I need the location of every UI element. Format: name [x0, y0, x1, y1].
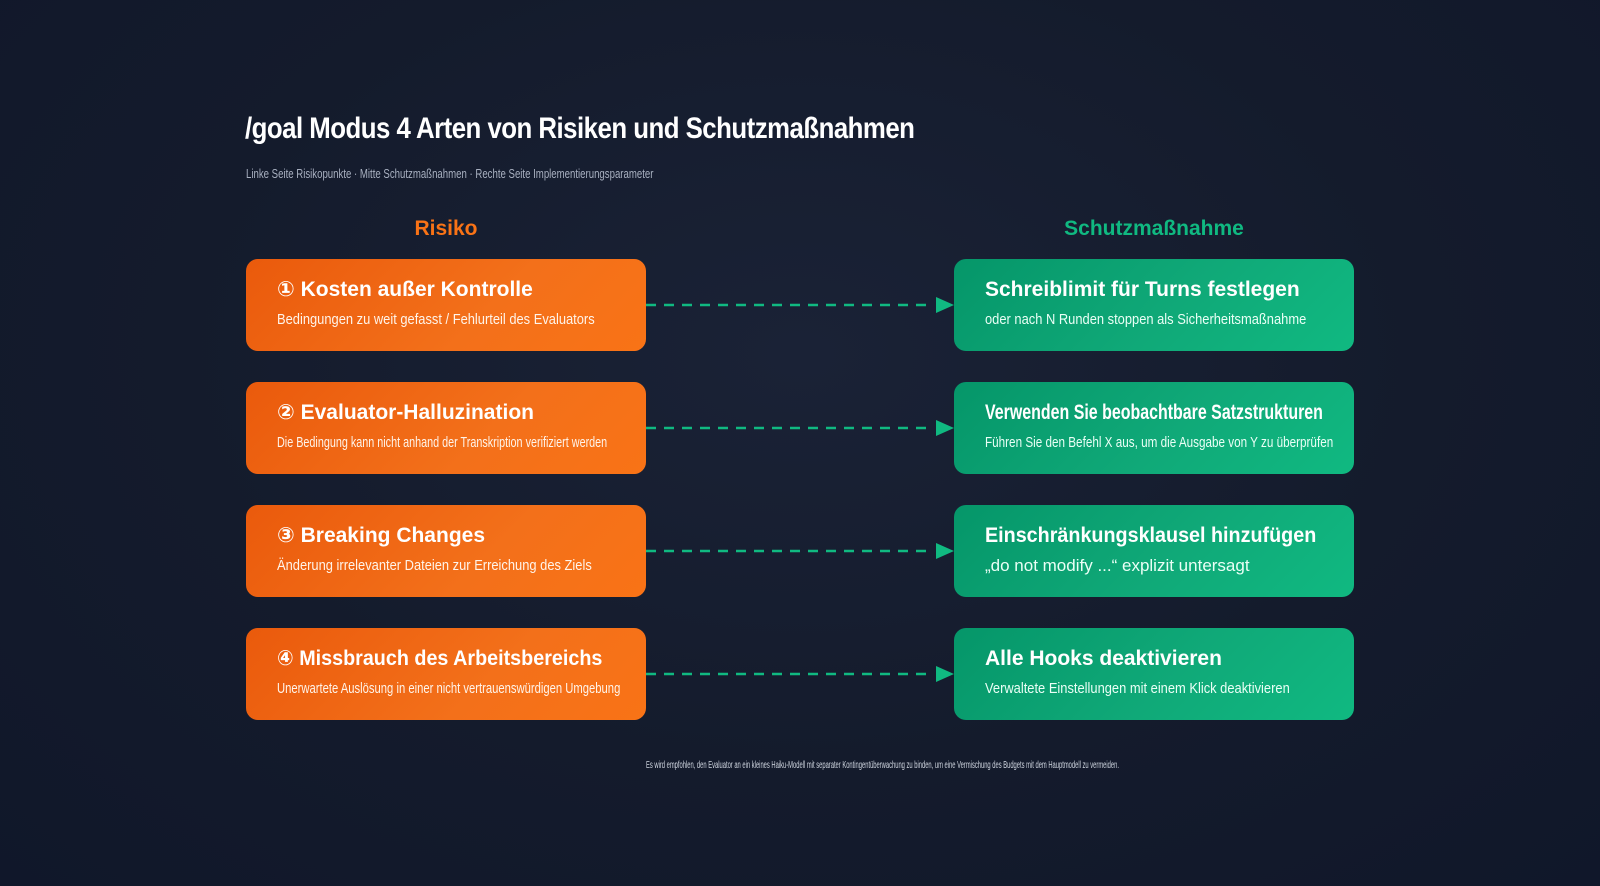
protection-card: Alle Hooks deaktivieren Verwaltete Einst…: [954, 628, 1354, 720]
protection-card-description: „do not modify ...“ explizit untersagt: [985, 556, 1250, 575]
risk-card-title: ② Evaluator-Halluzination: [277, 401, 534, 424]
risk-card-title: ③ Breaking Changes: [277, 524, 486, 547]
protection-card-description: oder nach N Runden stoppen als Sicherhei…: [985, 311, 1307, 328]
arrow-head-icon: [936, 420, 954, 436]
connector-arrow: [646, 666, 954, 682]
protection-card-title: Einschränkungsklausel hinzufügen: [985, 524, 1317, 547]
protection-card-title: Schreiblimit für Turns festlegen: [985, 278, 1300, 301]
protection-card: Verwenden Sie beobachtbare Satzstrukture…: [954, 382, 1354, 474]
risk-card-description: Änderung irrelevanter Dateien zur Erreic…: [277, 557, 592, 574]
risk-card-description: Bedingungen zu weit gefasst / Fehlurteil…: [277, 311, 595, 328]
arrow-head-icon: [936, 543, 954, 559]
protection-card-title: Verwenden Sie beobachtbare Satzstrukture…: [985, 401, 1323, 424]
protection-card-description: Führen Sie den Befehl X aus, um die Ausg…: [985, 434, 1334, 451]
column-header-protection: Schutzmaßnahme: [1064, 217, 1244, 240]
connector-arrow: [646, 420, 954, 436]
risk-card-title: ① Kosten außer Kontrolle: [277, 278, 533, 301]
connector-arrow: [646, 543, 954, 559]
arrow-head-icon: [936, 666, 954, 682]
arrow-head-icon: [936, 297, 954, 313]
risk-card: ② Evaluator-Halluzination Die Bedingung …: [246, 382, 646, 474]
risk-card-title: ④ Missbrauch des Arbeitsbereichs: [277, 647, 603, 670]
protection-card: Einschränkungsklausel hinzufügen „do not…: [954, 505, 1354, 597]
protection-card-description: Verwaltete Einstellungen mit einem Klick…: [985, 680, 1290, 697]
connector-arrow: [646, 297, 954, 313]
risk-card-description: Die Bedingung kann nicht anhand der Tran…: [277, 434, 608, 451]
risk-card: ④ Missbrauch des Arbeitsbereichs Unerwar…: [246, 628, 646, 720]
protection-card: Schreiblimit für Turns festlegen oder na…: [954, 259, 1354, 351]
risk-card-description: Unerwartete Auslösung in einer nicht ver…: [277, 680, 621, 697]
page-subtitle: Linke Seite Risikopunkte · Mitte Schutzm…: [246, 166, 654, 181]
risk-card: ① Kosten außer Kontrolle Bedingungen zu …: [246, 259, 646, 351]
footnote: Es wird empfohlen, den Evaluator an ein …: [646, 760, 1119, 771]
risk-card: ③ Breaking Changes Änderung irrelevanter…: [246, 505, 646, 597]
page-title: /goal Modus 4 Arten von Risiken und Schu…: [245, 112, 915, 145]
protection-card-title: Alle Hooks deaktivieren: [985, 647, 1222, 670]
column-header-risk: Risiko: [414, 217, 478, 240]
